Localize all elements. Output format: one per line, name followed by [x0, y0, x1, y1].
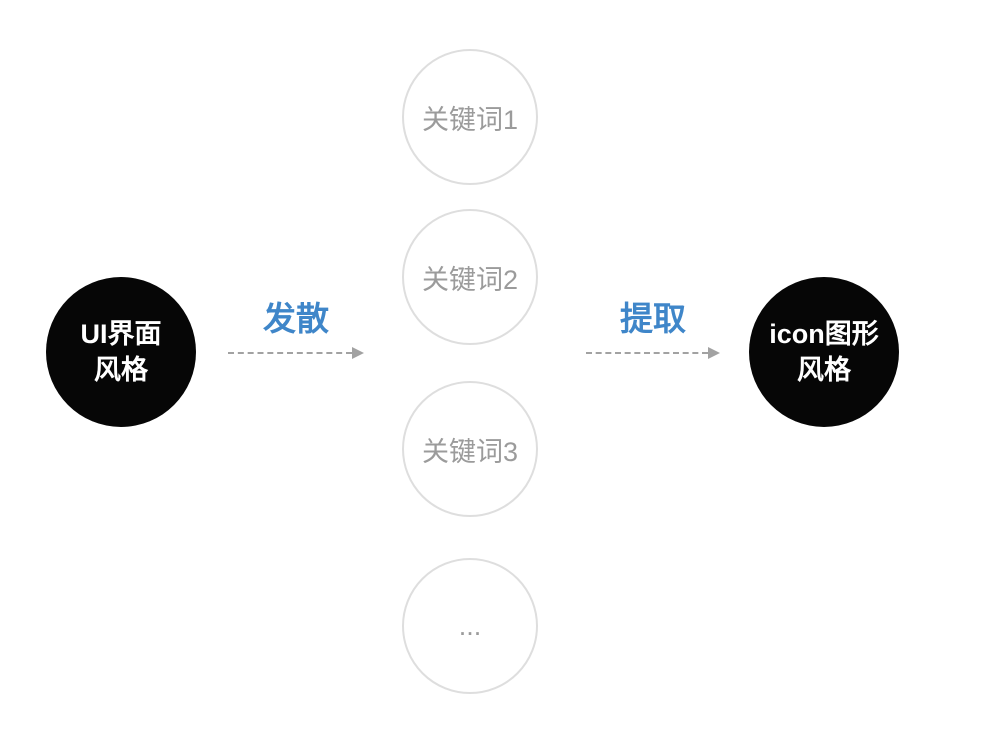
node-icon-style-line2: 风格	[797, 355, 851, 385]
node-keyword-1-label: 关键词1	[421, 104, 519, 135]
node-keyword-3: 关键词3	[402, 381, 538, 517]
arrow-right-icon	[708, 347, 720, 359]
arrow-extract-label: 提取	[620, 300, 686, 337]
arrow-extract: 提取	[586, 300, 720, 370]
node-icon-style-line1: icon图形	[769, 318, 879, 349]
arrow-diverge-line	[228, 352, 352, 354]
arrow-right-icon	[352, 347, 364, 359]
arrow-diverge-label: 发散	[263, 300, 329, 337]
node-keyword-more-label: ...	[458, 610, 482, 641]
node-icon-style: icon图形 风格	[749, 277, 899, 427]
node-keyword-1: 关键词1	[402, 49, 538, 185]
node-ui-style: UI界面 风格	[46, 277, 196, 427]
node-ui-style-line1: UI界面	[80, 318, 162, 349]
arrow-extract-line	[586, 352, 708, 354]
node-keyword-2-label: 关键词2	[421, 264, 519, 295]
node-keyword-2: 关键词2	[402, 209, 538, 345]
node-keyword-3-label: 关键词3	[421, 436, 519, 467]
arrow-diverge: 发散	[228, 300, 364, 370]
node-ui-style-line2: 风格	[94, 355, 148, 385]
node-keyword-more: ...	[402, 558, 538, 694]
